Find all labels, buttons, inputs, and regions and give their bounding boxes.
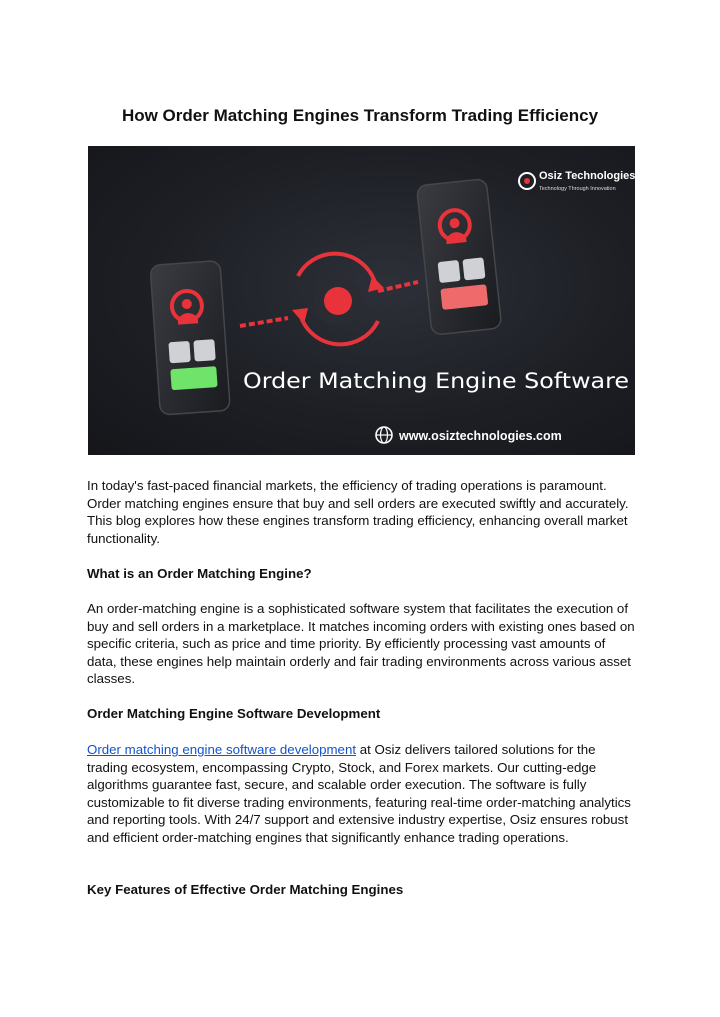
brand-tagline: Technology Through Innovation (539, 186, 616, 192)
user-pin-icon (169, 289, 204, 325)
page-title: How Order Matching Engines Transform Tra… (121, 106, 599, 125)
brand-name: Osiz Technologies (539, 170, 635, 182)
section-what-is-paragraph: An order-matching engine is a sophistica… (87, 601, 635, 687)
globe-icon (375, 426, 393, 444)
user-pin-icon (437, 208, 472, 245)
banner-image: Osiz Technologies Technology Through Inn… (88, 146, 635, 455)
development-text: at Osiz delivers tailored solutions for … (87, 742, 631, 845)
exchange-cycle-icon (292, 251, 384, 347)
intro-paragraph: In today's fast-paced financial markets,… (87, 478, 629, 546)
section-heading-development: Order Matching Engine Software Developme… (87, 706, 381, 721)
section-heading-what-is: What is an Order Matching Engine? (87, 566, 312, 581)
banner-headline: Order Matching Engine Software (243, 369, 629, 393)
section-development-paragraph: Order matching engine software developme… (87, 741, 635, 847)
banner-website: www.osiztechnologies.com (398, 429, 562, 443)
osiz-logo: Osiz Technologies Technology Through Inn… (518, 170, 635, 192)
development-link[interactable]: Order matching engine software developme… (87, 742, 357, 757)
right-phone-illustration (416, 178, 502, 335)
left-phone-illustration (149, 260, 231, 416)
section-heading-key-features: Key Features of Effective Order Matching… (87, 882, 404, 897)
